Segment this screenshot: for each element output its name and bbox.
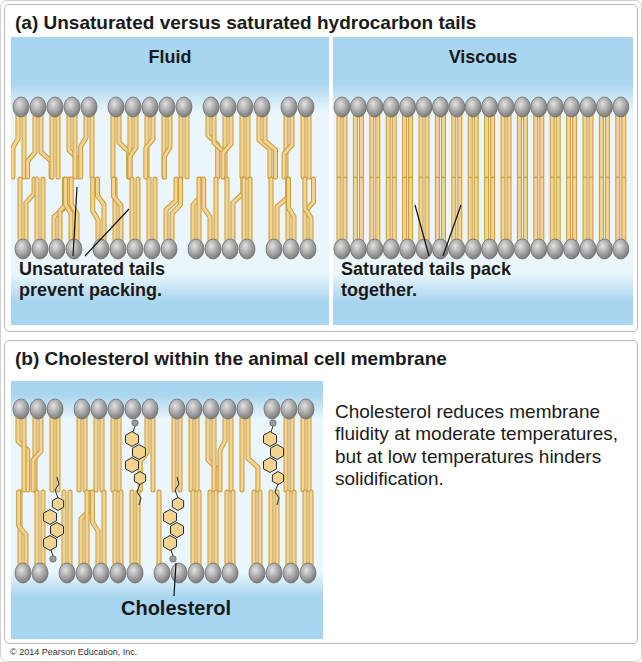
leader-line [443,205,461,256]
cholesterol-molecule [164,477,184,562]
callout-label: Cholesterol [96,597,256,621]
membrane-panel: ViscousSaturated tails pack together. [333,37,633,325]
section-panel: (a) Unsaturated versus saturated hydroca… [4,4,638,332]
panel-heading: (a) Unsaturated versus saturated hydroca… [15,12,625,34]
leader-line [174,563,176,596]
caption-text: Unsaturated tails prevent packing. [19,259,224,301]
body-note: Cholesterol reduces membrane fluidity at… [335,401,627,491]
caption-text: Saturated tails pack together. [341,259,556,301]
membrane-panel: Cholesterol [11,381,323,639]
cholesterol-molecule [264,420,284,505]
cholesterol-molecule [126,420,146,505]
leader-line [415,205,429,256]
membrane-panel: FluidUnsaturated tails prevent packing. [11,37,329,325]
panel-label: Fluid [11,47,329,68]
cholesterol-molecule [44,477,64,562]
leader-line [73,187,77,256]
leader-line [85,209,129,256]
panel-heading: (b) Cholesterol within the animal cell m… [15,348,625,370]
copyright-note: © 2014 Pearson Education, Inc. [10,647,137,658]
section-panel: (b) Cholesterol within the animal cell m… [4,340,638,644]
panel-label: Viscous [333,47,633,68]
